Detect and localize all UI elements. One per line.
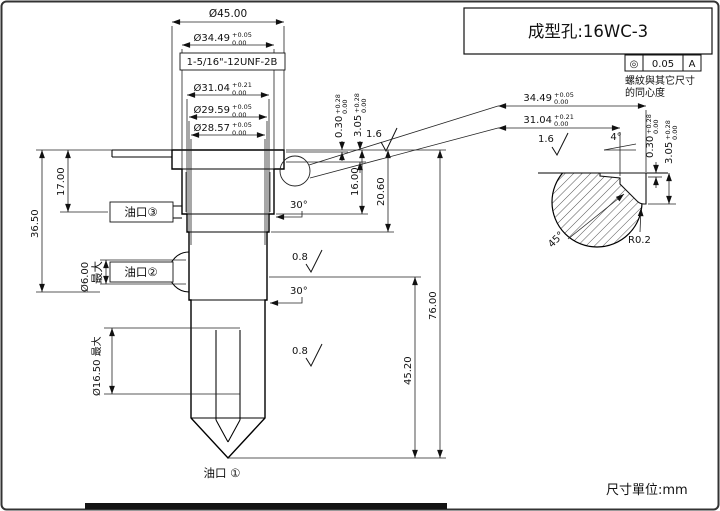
title-box xyxy=(463,7,713,55)
fcf-note-line1: 螺紋與其它尺寸 xyxy=(625,74,695,87)
tol-lower: 0.00 xyxy=(232,39,246,47)
surface-finish-0-8-upper: 0.8 xyxy=(292,252,308,263)
dim-dia-16-50-max: Ø16.50 最大 xyxy=(90,336,103,396)
tol-lower: 0.00 xyxy=(554,98,568,106)
feature-control-frame: ◎ 0.05 A 螺紋與其它尺寸 的同心度 xyxy=(624,54,702,99)
fcf-datum-letter: A xyxy=(689,59,696,70)
angle-callouts: 30° 30° 0.8 0.8 xyxy=(270,200,323,368)
tol-lower: 0.00 xyxy=(232,129,246,137)
detail-surface-finish-1-6: 1.6 xyxy=(538,134,554,145)
tol-upper: +0.05 xyxy=(554,91,574,99)
tol-upper: +0.28 xyxy=(645,114,653,134)
surface-finish-1-6: 1.6 xyxy=(366,129,382,140)
drawing-title: 成型孔:16WC-3 xyxy=(528,22,648,41)
tol-lower: 0.00 xyxy=(360,99,368,113)
tol-lower: 0.00 xyxy=(341,100,349,114)
tol-lower: 0.00 xyxy=(232,111,246,119)
surface-finish-icon xyxy=(551,132,569,157)
detail-dim-depth-0-30: 0.30 +0.28 0.00 xyxy=(645,114,660,158)
dim-value: 0.30 xyxy=(334,116,345,138)
detail-view: 34.49 +0.05 0.00 31.04 +0.21 0.00 1.6 4°… xyxy=(498,91,679,250)
dim-value: 3.05 xyxy=(664,142,675,164)
title-block: 成型孔:16WC-3 xyxy=(463,7,713,55)
tol-upper: +0.28 xyxy=(353,93,361,113)
dim-dia-45: Ø45.00 xyxy=(209,8,247,20)
oil-port-3-label: 油口③ xyxy=(124,205,157,219)
tol-lower: 0.00 xyxy=(652,120,660,134)
angle-30-upper: 30° xyxy=(290,200,308,211)
dim-depth-0-30: 0.30 +0.28 0.00 xyxy=(334,94,349,138)
dim-len-16-00: 16.00 xyxy=(350,167,361,196)
dim-len-76-00: 76.00 xyxy=(428,291,439,320)
units-label: 尺寸單位:mm xyxy=(606,483,688,498)
tol-upper: +0.28 xyxy=(334,94,342,114)
dim-depth-3-05: 3.05 +0.28 0.00 xyxy=(353,93,368,137)
groove-profile xyxy=(599,172,647,205)
detail-radius-0-2: R0.2 xyxy=(628,235,651,246)
tol-upper: +0.28 xyxy=(664,120,672,140)
concentricity-icon: ◎ xyxy=(630,59,639,70)
dim-dia-29-59: Ø29.59 xyxy=(194,104,231,116)
oil-port-3-box xyxy=(109,201,174,223)
surface-finish-0-8-lower: 0.8 xyxy=(292,346,308,357)
surface-finish-icon xyxy=(305,343,323,368)
oil-port-2-label: 油口② xyxy=(124,265,157,279)
tol-upper: +0.21 xyxy=(232,81,252,89)
surface-finish-icon xyxy=(305,249,323,274)
dim-dia-34-49: Ø34.49 xyxy=(194,32,231,44)
thread-spec: 1-5/16"-12UNF-2B xyxy=(187,57,278,68)
detail-dim-depth-3-05: 3.05 +0.28 0.00 xyxy=(664,120,679,164)
tol-upper: +0.05 xyxy=(232,121,252,129)
tol-lower: 0.00 xyxy=(554,120,568,128)
fcf-note-line2: 的同心度 xyxy=(625,86,665,99)
tol-upper: +0.05 xyxy=(232,31,252,39)
groove-depth-dims: 0.30 +0.28 0.00 3.05 +0.28 0.00 1.6 xyxy=(286,93,398,173)
dim-len-17-00: 17.00 xyxy=(56,167,67,196)
dim-dia-28-57: Ø28.57 xyxy=(194,122,231,134)
left-dims: 17.00 36.50 Ø6.00 最大 Ø16.50 最大 xyxy=(30,149,240,396)
detail-dim-31-04: 31.04 xyxy=(523,115,552,126)
detail-balloon xyxy=(279,105,499,187)
tol-lower: 0.00 xyxy=(232,89,246,97)
right-length-dims: 16.00 20.60 45.20 76.00 xyxy=(228,149,446,459)
fcf-datum-box xyxy=(682,54,702,72)
dim-value: 0.30 xyxy=(645,136,656,158)
detail-angle-4: 4° xyxy=(610,132,621,143)
detail-circle xyxy=(279,155,311,187)
dim-dia-6-00-max: 最大 xyxy=(90,261,104,284)
dim-len-45-20: 45.20 xyxy=(403,356,414,385)
bottom-bar xyxy=(85,503,447,509)
surface-finish-icon xyxy=(380,127,398,153)
dim-dia-31-04: Ø31.04 xyxy=(194,82,231,94)
tol-upper: +0.21 xyxy=(554,113,574,121)
dim-len-20-60: 20.60 xyxy=(376,177,387,206)
fcf-tolerance-value: 0.05 xyxy=(652,59,674,70)
oil-port-callouts: 油口③ 油口② 油口 ① xyxy=(109,201,241,480)
tol-upper: +0.05 xyxy=(232,103,252,111)
oil-port-1-label: 油口 ① xyxy=(204,466,241,480)
top-diameter-dims: Ø45.00 Ø34.49 +0.05 0.00 1-5/16"-12UNF-2… xyxy=(171,8,286,245)
dim-value: 3.05 xyxy=(353,115,364,137)
dim-dia-6-00: Ø6.00 xyxy=(79,262,91,292)
oil-port-2-box xyxy=(109,261,174,283)
thread-spec-box xyxy=(179,52,286,71)
detail-dim-34-49: 34.49 xyxy=(523,93,552,104)
dim-len-36-50: 36.50 xyxy=(30,209,41,238)
angle-30-lower: 30° xyxy=(290,286,308,297)
tol-lower: 0.00 xyxy=(671,126,679,140)
